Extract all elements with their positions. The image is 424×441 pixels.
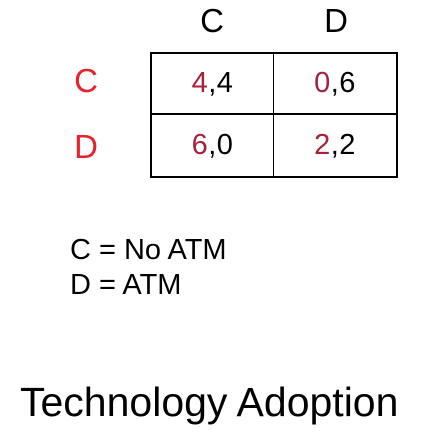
payoff-separator: , (330, 67, 340, 99)
payoff-separator: , (330, 129, 340, 161)
row-label-d: D (74, 128, 98, 165)
legend-d-definition: D = ATM (70, 269, 182, 301)
payoff-cell-dc: 6,0 (152, 115, 274, 176)
row-player-payoff: 6 (191, 129, 209, 161)
slide-caption: Technology Adoption (20, 379, 399, 425)
row-player-payoff: 0 (314, 67, 331, 99)
row-player-payoff: 2 (314, 129, 331, 161)
column-player-payoff: 4 (216, 67, 234, 99)
column-player-payoff: 6 (339, 67, 356, 99)
column-label-c: C (200, 2, 224, 39)
column-player-payoff: 0 (216, 129, 234, 161)
row-label-c: C (74, 62, 98, 99)
payoff-separator: , (208, 129, 217, 161)
column-player-payoff: 2 (339, 129, 356, 161)
legend-c-definition: C = No ATM (70, 234, 227, 266)
payoff-separator: , (208, 67, 217, 99)
row-player-payoff: 4 (191, 67, 209, 99)
payoff-cell-cd: 0,6 (274, 54, 396, 115)
payoff-cell-dd: 2,2 (274, 115, 396, 176)
payoff-cell-cc: 4,4 (152, 54, 274, 115)
payoff-matrix: 4,4 0,6 6,0 2,2 (150, 52, 398, 178)
column-label-d: D (324, 2, 348, 39)
